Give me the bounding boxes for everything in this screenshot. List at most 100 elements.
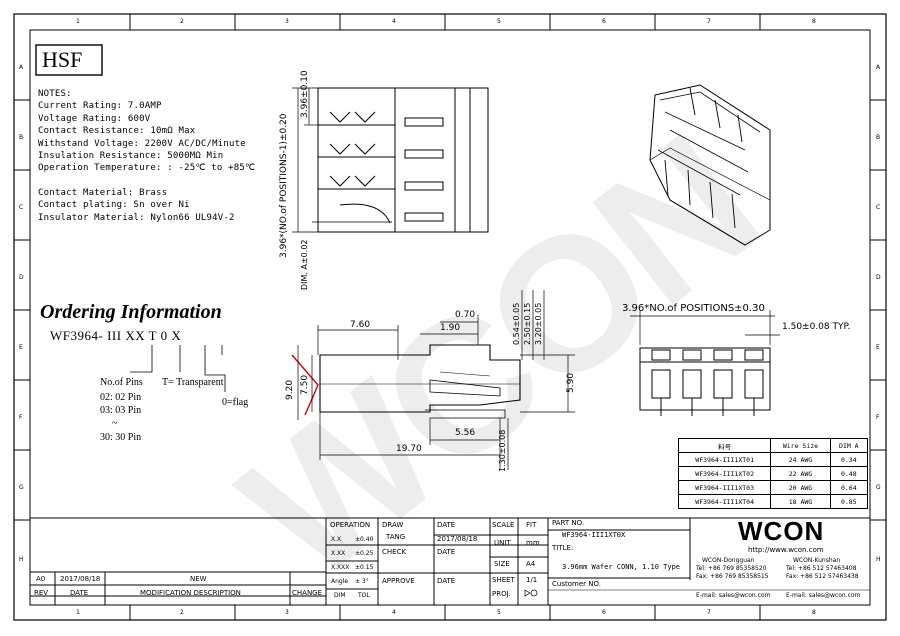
tb-part-no-label: PART NO. — [552, 519, 585, 527]
ordering-pin-02: 02: 02 Pin — [100, 392, 142, 403]
tb-sheet: SHEET — [492, 576, 515, 584]
tb-title: 3.96mm Wafer CONN, 1.10 Type — [562, 563, 681, 571]
hsf-mark: HSF — [42, 47, 83, 72]
dim-19-70: 19.70 — [396, 444, 422, 454]
zone-row-e: E — [19, 344, 23, 351]
wire-size-table: 料号 Wire Size DIM A WF3964-III1XT01 24 AW… — [677, 438, 869, 509]
note-line: Voltage Rating: 600V — [38, 113, 151, 124]
tb-tol: TOL — [358, 592, 370, 599]
tb-size: SIZE — [494, 560, 510, 568]
ordering-flag: 0=flag — [222, 397, 249, 408]
dim-7-50: 7.50 — [300, 374, 310, 395]
table-cell: 24 AWG — [770, 452, 831, 467]
tb-date-2: DATE — [437, 548, 456, 556]
zone-col-8: 8 — [812, 18, 816, 25]
note-line: Insulator Material: Nylon66 UL94V-2 — [38, 212, 235, 223]
dim-pitch-vertical: 3.96*(NO.of POSITIONS-1)±0.20 — [279, 113, 289, 258]
zone-row-f-right: F — [876, 414, 880, 421]
table-cell: WF3964-III1XT04 — [677, 494, 772, 509]
table-header-row: 料号 Wire Size DIM A — [677, 438, 869, 453]
table-cell: WF3964-III1XT03 — [677, 480, 772, 495]
zone-col-5: 5 — [497, 18, 501, 25]
rev-date-value: 2017/08/18 — [60, 575, 101, 583]
company-left-tel: Tel: +86 769 85358520 — [696, 565, 767, 572]
dim-9-20: 9.20 — [285, 379, 295, 400]
dim-5-90: 5.90 — [566, 372, 576, 393]
zone-col-1: 1 — [76, 18, 80, 25]
dim-pitch-top: 3.96±0.10 — [300, 70, 310, 118]
zone-col-3: 3 — [285, 18, 289, 25]
zone-col-2-bottom: 2 — [180, 609, 184, 616]
dim-pitch-horizontal: 3.96*NO.of POSITIONS±0.30 — [622, 303, 765, 314]
zone-row-a: A — [19, 64, 24, 71]
tb-date-3: DATE — [437, 577, 456, 585]
rev-date-header: DATE — [70, 589, 89, 597]
zone-col-6: 6 — [602, 18, 606, 25]
note-line: Contact plating: Sn over Ni — [38, 200, 190, 211]
tb-dim: DIM — [334, 592, 346, 599]
dim-1-90: 1.90 — [440, 323, 461, 333]
company-right-fax: Fax: +86 512 57463438 — [786, 573, 859, 580]
dim-2-50: 2.50±0.15 — [523, 302, 532, 345]
notes-block: NOTES: Current Rating: 7.0AMP Voltage Ra… — [38, 88, 255, 224]
table-cell: 18 AWG — [770, 494, 831, 509]
zone-row-f: F — [19, 414, 23, 421]
table-header-cell: 料号 — [677, 438, 772, 453]
table-cell: 0.85 — [829, 494, 869, 509]
note-line: Withstand Voltage: 2200V AC/DC/Minute — [38, 138, 246, 149]
ordering-tilde: ~ — [112, 418, 118, 429]
zone-row-h: H — [19, 556, 24, 563]
dim-3-20: 3.20±0.05 — [534, 302, 543, 345]
dim-5-56: 5.56 — [455, 428, 476, 438]
zone-col-8-bottom: 8 — [812, 609, 816, 616]
zone-row-c-right: C — [876, 204, 881, 211]
tb-tol3-b: ±0.15 — [355, 564, 374, 571]
tb-proj: PROJ. — [492, 590, 511, 598]
tb-date: DATE — [437, 521, 456, 529]
zone-col-3-bottom: 3 — [285, 609, 289, 616]
dim-7-60: 7.60 — [350, 320, 371, 330]
zone-row-a-right: A — [876, 64, 881, 71]
table-header-cell: Wire Size — [770, 438, 831, 453]
table-header-cell: DIM A — [829, 438, 869, 453]
dim-a: DIM. A±0.02 — [300, 239, 309, 291]
zone-row-h-right: H — [876, 556, 881, 563]
dim-0-70: 0.70 — [455, 310, 476, 320]
table-row: WF3964-III1XT01 24 AWG 0.34 — [677, 452, 869, 467]
dim-1-30: 1.30±0.08 — [498, 429, 507, 472]
note-line: Current Rating: 7.0AMP — [38, 101, 162, 112]
zone-col-2: 2 — [180, 18, 184, 25]
company-left-fax: Fax: +86 769 85358515 — [696, 573, 769, 580]
note-line: Operation Temperature: : -25℃ to +85℃ — [38, 163, 256, 174]
rev-desc: NEW — [190, 575, 207, 583]
note-line: Insulation Resistance: 5000MΩ Min — [38, 151, 224, 162]
ordering-pins-label: No.of Pins — [100, 377, 143, 388]
notes-heading: NOTES: — [38, 89, 72, 99]
rev-mod-header: MODIFICATION DESCRIPTION — [140, 589, 241, 597]
tb-title-label: TITLE: — [552, 544, 574, 552]
tb-approve: APPROVE — [382, 577, 415, 585]
tb-date-value: 2017/08/18 — [437, 535, 478, 543]
zone-row-b-right: B — [876, 134, 881, 141]
ordering-title: Ordering Information — [40, 301, 222, 323]
tb-unit-value: mm — [526, 539, 540, 547]
zone-row-c: C — [19, 204, 24, 211]
dim-0-54: 0.54±0.05 — [512, 302, 521, 345]
company-url: http://www.wcon.com — [748, 546, 824, 554]
ordering-pin-03: 03: 03 Pin — [100, 405, 142, 416]
zone-col-5-bottom: 5 — [497, 609, 501, 616]
zone-col-4-bottom: 4 — [392, 609, 396, 616]
ordering-pin-30: 30: 30 Pin — [100, 432, 142, 443]
zone-row-d-right: D — [876, 274, 881, 281]
zone-row-g-right: G — [876, 484, 881, 491]
table-cell: 0.64 — [829, 480, 869, 495]
rev-header: REV — [34, 589, 49, 597]
ordering-transparent: T= Transparent — [162, 377, 224, 388]
tb-angle-b: ± 3° — [355, 578, 369, 585]
company-right-tel: Tel: +86 512 57463408 — [786, 565, 857, 572]
tb-tol3-a: X.XXX — [331, 564, 350, 571]
tb-check: CHECK — [382, 548, 407, 556]
company-left-name: WCON-Dongguan — [702, 557, 755, 564]
wcon-logo: WCON — [738, 516, 825, 546]
zone-col-1-bottom: 1 — [76, 609, 80, 616]
